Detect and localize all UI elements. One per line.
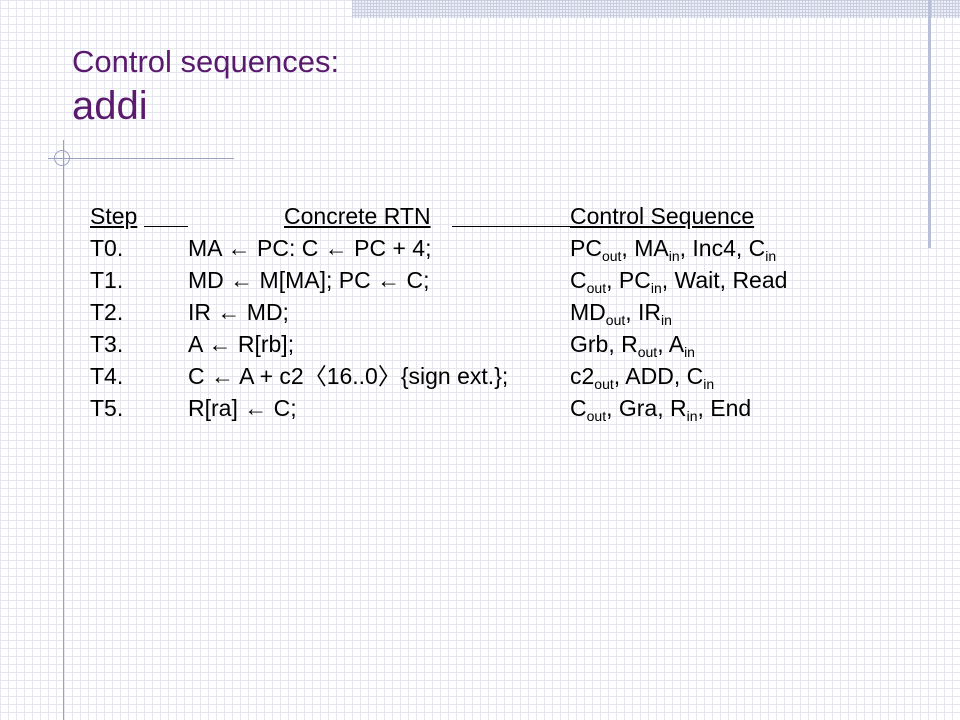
rtn-cell: A ← R[rb];: [188, 331, 295, 357]
slide-title: Control sequences: addi: [72, 42, 339, 130]
title-line-1: Control sequences:: [72, 44, 340, 79]
control-cell: Grb, Rout, Ain: [570, 331, 695, 360]
control-cell: Cout, Gra, Rin, End: [570, 395, 752, 424]
step-cell: T5.: [90, 395, 124, 421]
step-cell: T4.: [90, 363, 124, 389]
rtn-cell: C ← A + c2〈16..0〉{sign ext.};: [188, 363, 509, 389]
step-cell: T1.: [90, 267, 124, 293]
control-cell: c2out, ADD, Cin: [570, 363, 715, 392]
title-line-2: addi: [72, 84, 148, 128]
header-control: Control Sequence: [570, 203, 755, 229]
rtn-cell: MA ← PC: C ← PC + 4;: [188, 235, 432, 261]
header-underline-gap: [144, 200, 188, 232]
rtn-cell: R[ra] ← C;: [188, 395, 297, 421]
rtn-cell: IR ← MD;: [188, 299, 289, 325]
left-decor-line: [63, 140, 64, 720]
corner-circle-decor: [54, 150, 70, 166]
control-cell: PCout, MAin, Inc4, Cin: [570, 235, 777, 264]
control-cell: MDout, IRin: [570, 299, 672, 328]
rtn-cell: MD ← M[MA]; PC ← C;: [188, 267, 430, 293]
top-decor-band: [352, 0, 960, 18]
control-cell: Cout, PCin, Wait, Read: [570, 267, 788, 296]
header-step: Step: [90, 203, 138, 229]
title-underline-decor: [48, 158, 234, 159]
step-cell: T0.: [90, 235, 124, 261]
right-decor-line: [928, 0, 931, 248]
header-underline-gap-2: [452, 200, 570, 232]
step-cell: T3.: [90, 331, 124, 357]
step-cell: T2.: [90, 299, 124, 325]
header-rtn: Concrete RTN: [284, 203, 431, 229]
